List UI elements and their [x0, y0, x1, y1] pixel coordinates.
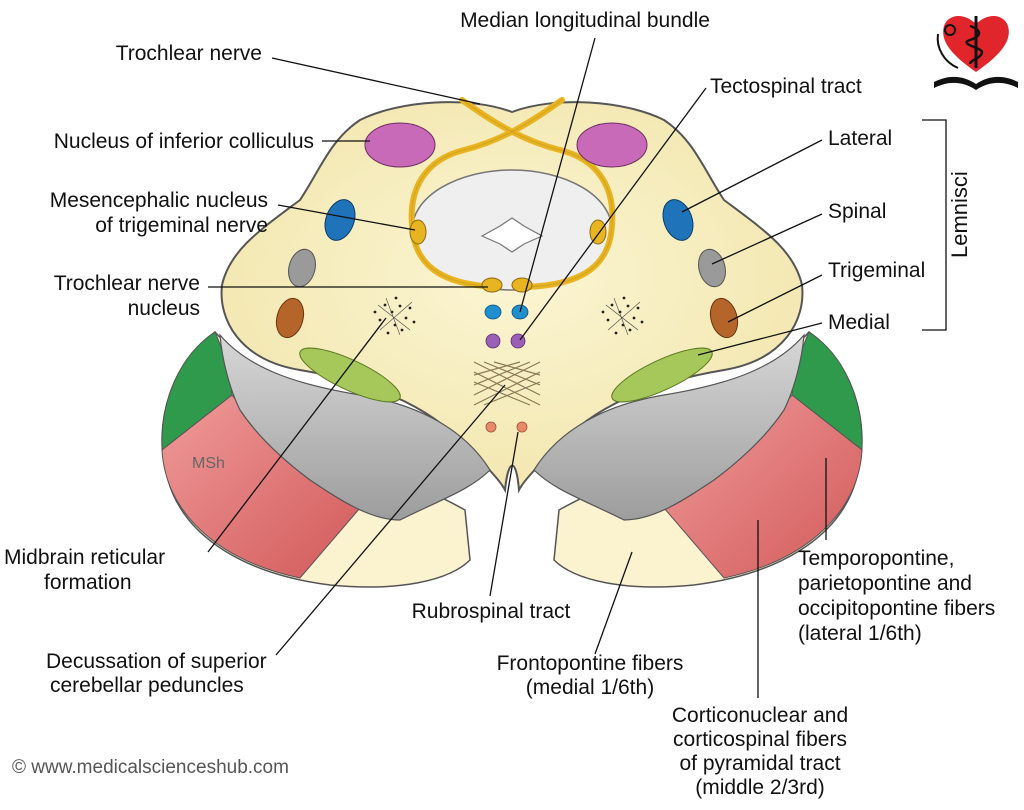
label-temporopontine-4: (lateral 1/6th) — [798, 622, 922, 645]
substantia-nigra-right — [533, 333, 805, 521]
mesencephalic-nucleus-right — [589, 219, 607, 245]
label-trochlear-nerve-nucleus-2: nucleus — [127, 297, 200, 320]
label-midbrain-reticular-1: Midbrain reticular — [4, 546, 166, 569]
label-trochlear-nerve-nucleus-1: Trochlear nerve — [53, 272, 200, 295]
label-temporopontine-1: Temporopontine, — [798, 547, 955, 570]
msh-label: MSh — [192, 455, 225, 472]
label-spinal: Spinal — [828, 200, 887, 223]
label-midbrain-reticular-2: formation — [44, 571, 132, 594]
label-mesencephalic-nucleus-1: Mesencephalic nucleus — [49, 189, 268, 212]
mesencephalic-nucleus-left — [409, 219, 427, 245]
inferior-colliculus-nucleus-right — [576, 122, 648, 168]
median-longitudinal-bundle-left — [484, 304, 502, 320]
label-nucleus-inferior-colliculus: Nucleus of inferior colliculus — [53, 130, 314, 153]
medial-lemniscus-right — [709, 297, 739, 339]
cerebral-aqueduct — [480, 217, 544, 253]
leader-lines — [207, 37, 947, 698]
lateral-lemniscus-left — [324, 199, 356, 241]
label-frontopontine-2: (medial 1/6th) — [525, 676, 655, 699]
label-lateral: Lateral — [828, 127, 893, 150]
label-median-longitudinal-bundle: Median longitudinal bundle — [460, 9, 710, 32]
rubrospinal-tract-left — [485, 421, 497, 433]
trochlear-nucleus-left — [481, 277, 503, 293]
spinal-lemniscus-right — [698, 248, 726, 288]
decussation-superior-cerebellar-peduncles — [473, 361, 541, 406]
trochlear-nerve-fibers — [408, 97, 616, 290]
label-trochlear-nerve: Trochlear nerve — [115, 42, 262, 65]
label-temporopontine-3: occipitopontine fibers — [798, 597, 996, 620]
tectospinal-tract-left — [485, 333, 501, 349]
label-decussation-2: cerebellar peduncles — [50, 674, 244, 697]
label-corticonuclear-3: of pyramidal tract — [679, 752, 841, 775]
copyright-text: © www.medicalscienceshub.com — [12, 757, 289, 778]
label-medial: Medial — [828, 311, 890, 334]
label-frontopontine-1: Frontopontine fibers — [496, 652, 684, 675]
label-trigeminal: Trigeminal — [828, 259, 926, 282]
label-temporopontine-2: parietopontine and — [798, 572, 972, 595]
trigeminal-lemniscus-left — [299, 347, 401, 403]
label-mesencephalic-nucleus-2: of trigeminal nerve — [95, 214, 268, 237]
label-corticonuclear-1: Corticonuclear and — [671, 704, 849, 727]
medical-heart-book-logo-icon — [934, 15, 1018, 90]
substantia-nigra-left — [219, 333, 491, 521]
label-corticonuclear-4: (middle 2/3rd) — [695, 776, 825, 799]
label-lemnisci: Lemnisci — [947, 171, 972, 258]
label-corticonuclear-2: corticospinal fibers — [673, 728, 847, 751]
medial-lemniscus-left — [275, 297, 305, 339]
reticular-formation-left — [373, 296, 416, 336]
inferior-colliculus-nucleus-left — [364, 122, 436, 168]
rubrospinal-tract-right — [516, 421, 528, 433]
label-rubrospinal-tract: Rubrospinal tract — [411, 600, 571, 623]
label-tectospinal-tract: Tectospinal tract — [710, 75, 862, 98]
label-decussation-1: Decussation of superior — [46, 650, 267, 673]
reticular-formation-right — [601, 296, 644, 336]
